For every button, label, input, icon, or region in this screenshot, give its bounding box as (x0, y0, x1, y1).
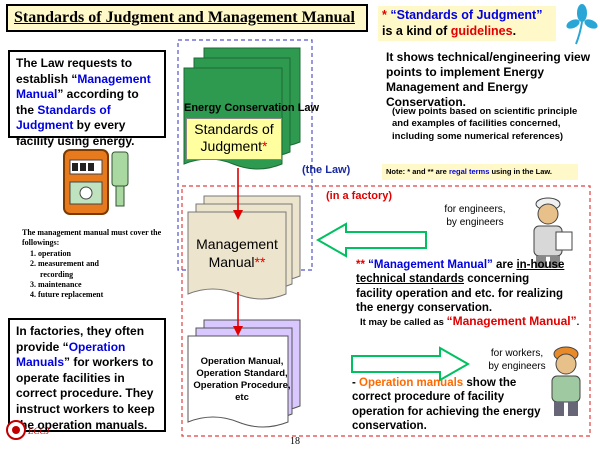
for-engineers-label: for engineers,by engineers (444, 204, 506, 228)
operation-manual-document-stack (187, 319, 301, 428)
management-manual-alias: It may be called as “Management Manual”. (360, 314, 580, 328)
worker-figure-icon (551, 346, 581, 416)
list-item: 1. operation (30, 248, 71, 258)
page-number: 18 (290, 436, 300, 447)
list-item: 2. measurement and (30, 259, 99, 269)
technical-viewpoint-detail: (view points based on scientific princip… (392, 106, 578, 142)
guidelines-note: * “Standards of Judgment” is a kind of g… (378, 6, 556, 42)
management-manual-document-stack (187, 195, 301, 300)
the-law-label: (the Law) (302, 164, 351, 176)
regal-terms-note: Note: * and ** are regal terms using in … (382, 164, 578, 180)
leaf-logo-icon (566, 4, 598, 45)
law-requirement-box: The Law requests to establish “Managemen… (8, 50, 166, 148)
manual-coverage-list: The management manual must cover the fol… (22, 228, 172, 301)
eccj-logo-text: ECCJ (28, 426, 50, 436)
in-factory-label: (in a factory) (326, 190, 393, 202)
energy-meter-illustration (63, 149, 129, 215)
factory-dashed-region (181, 185, 591, 437)
workers-right-arrow (351, 346, 471, 382)
manual-coverage-intro: The management manual must cover the fol… (22, 228, 162, 248)
page-title: Standards of Judgment and Management Man… (6, 4, 368, 32)
list-item: recording (40, 269, 74, 279)
list-item: 4. future replacement (30, 290, 104, 300)
management-manual-description: ** “Management Manual” are in-house tech… (356, 259, 565, 315)
operation-manual-doc-label: Operation Manual, Operation Standard, Op… (193, 356, 291, 403)
eccj-logo-icon (6, 420, 26, 440)
list-item: 3. maintenance (30, 279, 82, 289)
for-workers-label: for workers,by engineers (488, 348, 546, 372)
engineers-left-arrow (315, 222, 427, 258)
technical-viewpoint-text: It shows technical/engineering view poin… (386, 50, 591, 109)
factory-operation-box: In factories, they often provide “Operat… (8, 318, 166, 432)
operation-manual-description: - Operation manuals show the correct pro… (352, 377, 541, 433)
engineer-figure-icon (533, 197, 573, 268)
energy-law-label: Energy Conservation Law (184, 102, 320, 114)
